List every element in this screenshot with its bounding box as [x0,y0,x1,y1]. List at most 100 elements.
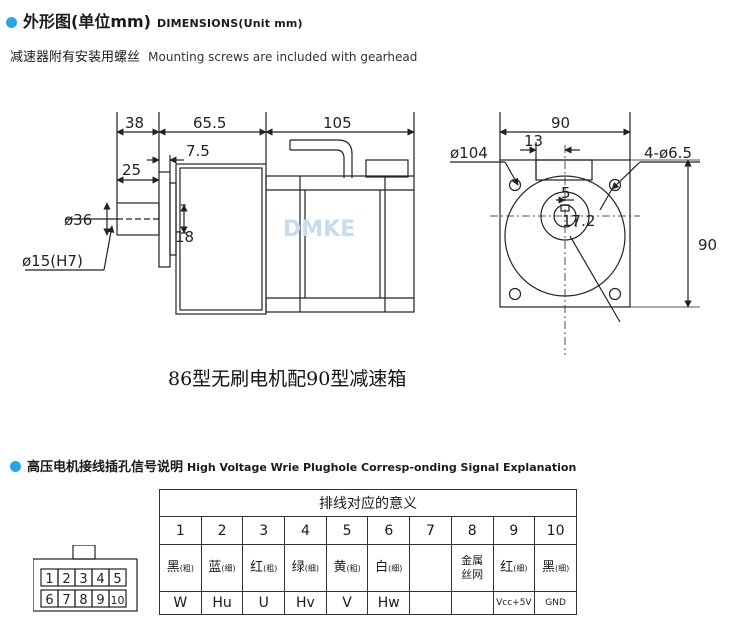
pin-number: 3 [242,516,286,545]
signal-cell: Hu [200,591,244,615]
pin-number: 1 [159,516,202,545]
connector-housing [33,558,138,612]
wire-gauge: (细) [513,564,528,573]
section-header-signal: 高压电机接线插孔信号说明 High Voltage Wrie Plughole … [10,456,576,475]
dimensions-title-zh: 外形图(单位mm) [23,12,151,31]
wire-color: 红 [500,560,514,575]
wire-color-cell: 金属丝网 [450,544,494,592]
pin-number: 4 [284,516,327,545]
wire-color: 金属丝网 [461,554,484,581]
wire-color: 黑 [166,560,180,575]
wire-gauge: (细) [388,564,403,573]
connector-pinout: 1 2 3 4 5 6 7 8 9 10 [33,545,138,612]
dim-25: 25 [122,161,141,179]
dim-17-2: 17.2 [562,212,595,230]
wire-color-cell: 红(粗) [242,544,286,592]
wire-gauge: (粗) [346,564,361,573]
pin-number: 5 [325,516,369,545]
wire-color: 白 [375,560,389,575]
wire-color: 绿 [291,560,305,575]
connector-pin-label: 2 [62,572,70,587]
wire-color: 黄 [333,560,347,575]
diameter-leader [569,235,621,323]
connector-top-row [40,568,127,587]
mount-hole-bl [508,287,522,301]
wire-color: 红 [250,560,264,575]
wire-gauge: (细) [221,564,236,573]
pin-number: 6 [367,516,411,545]
dim-4-holes: 4-ø6.5 [644,144,692,162]
terminal-box [365,159,409,178]
wire-color-cell: 绿(细) [284,544,327,592]
dim-105: 105 [323,114,352,132]
signal-cell: W [159,591,202,615]
mounting-note-zh: 减速器附有安装用螺丝 [10,50,141,65]
dim-90-top: 90 [551,114,570,132]
signal-cell: Hv [284,591,327,615]
wire-color-cell: 黄(粗) [325,544,369,592]
signal-row: W Hu U Hv V Hw Vcc+5V GND [159,591,577,615]
dim-36: ø36 [64,211,92,229]
connector-pin-label: 7 [62,593,70,608]
wire-color: 蓝 [208,560,222,575]
wire-color-cell: 红(细) [492,544,536,592]
connector-bottom-row [40,589,127,608]
brand-watermark: DMKE [283,217,355,242]
mount-hole-tr [608,178,622,192]
drawing-caption: 86型无刷电机配90型减速箱 [168,368,406,390]
connector-pin-label: 9 [96,593,104,608]
table-title-row: 排线对应的意义 [159,489,577,517]
pin-number: 7 [409,516,452,545]
pin-number: 2 [200,516,244,545]
pin-number: 8 [450,516,494,545]
section-header-dimensions: 外形图(单位mm) DIMENSIONS(Unit mm) [6,8,303,32]
wire-color-cell: 黑(细) [534,544,577,592]
front-terminal-box [535,159,593,181]
mount-hole-tl [508,178,522,192]
signal-cell [450,591,494,615]
bullet-dot-icon [6,17,17,28]
connector-pin-label: 10 [111,594,125,607]
dim-7-5: 7.5 [186,142,210,160]
connector-pin-label: 4 [96,572,104,587]
wire-color: 黑 [541,560,555,575]
signal-table: 排线对应的意义 1 2 3 4 5 6 7 8 9 10 黑(粗) 蓝(细) 红… [159,489,577,615]
connector-pin-label: 5 [113,572,121,587]
wire-color-row: 黑(粗) 蓝(细) 红(粗) 绿(细) 黄(粗) 白(细) 金属丝网 红(细) … [159,544,577,592]
mounting-note-en: Mounting screws are included with gearhe… [148,50,418,64]
dim-90-right: 90 [698,236,717,254]
dim-104: ø104 [450,144,488,162]
pin-number: 9 [492,516,536,545]
signal-cell: V [325,591,369,615]
dimensions-title-en: DIMENSIONS(Unit mm) [156,17,303,30]
dim-5: 5 [561,184,571,202]
table-title: 排线对应的意义 [159,489,577,517]
connector-pin-label: 1 [45,572,53,587]
signal-cell [409,591,452,615]
wire-gauge: (粗) [263,564,278,573]
mount-hole-br [608,287,622,301]
wire-color-cell: 蓝(细) [200,544,244,592]
dim-18: 18 [175,228,194,246]
wire-gauge: (细) [304,564,320,573]
motor-body [265,175,415,313]
dim-65-5: 65.5 [193,114,226,132]
wire-gauge: (粗) [179,564,194,573]
signal-cell: Hw [367,591,411,615]
motor-cable [290,139,353,178]
pin-number: 10 [534,516,577,545]
signal-cell: GND [534,591,577,615]
dim-13: 13 [524,132,543,150]
gearhead-pilot [158,171,171,268]
wire-color-cell: 白(细) [367,544,411,592]
connector-pin-label: 8 [79,593,87,608]
wire-color-cell: 黑(粗) [159,544,202,592]
connector-pin-label: 6 [45,593,53,608]
wire-gauge: (细) [554,564,570,573]
mounting-note: 减速器附有安装用螺丝 Mounting screws are included … [10,46,417,65]
signal-title-zh: 高压电机接线插孔信号说明 [27,460,184,475]
signal-cell: Vcc+5V [492,591,536,615]
dim-15-h7: ø15(H7) [22,252,83,270]
dim-38: 38 [125,114,144,132]
